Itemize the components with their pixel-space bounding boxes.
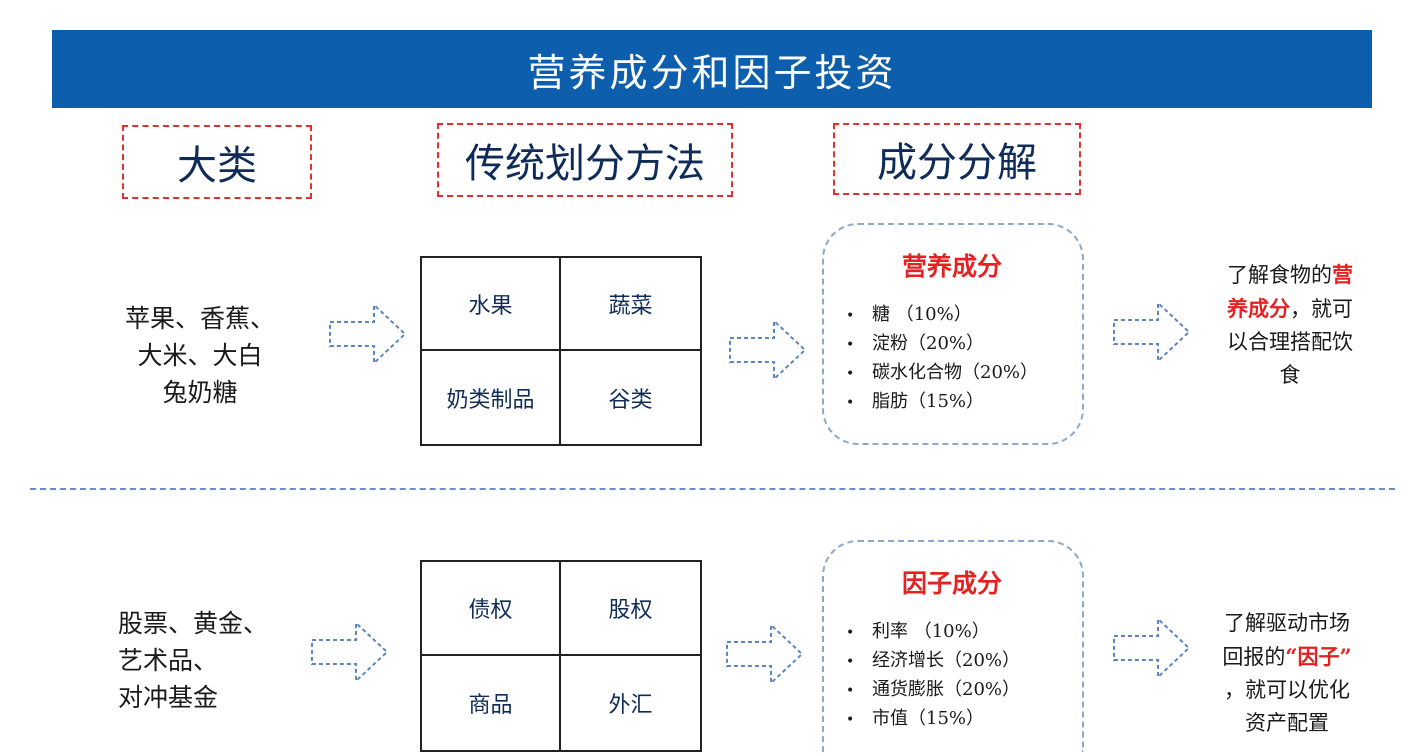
nutrient-component-list: •糖 （10%） •淀粉（20%） •碳水化合物（20%） •脂肪（15%） [846,301,1058,417]
bullet-icon: • [846,395,855,411]
arrow-right-icon [310,620,390,684]
bullet-icon: • [846,337,855,353]
section-divider [30,488,1395,490]
food-item-line: 大米、大白 [137,341,263,370]
page-title: 营养成分和因子投资 [527,50,897,95]
food-item-line: 苹果、香蕉、 [124,304,275,333]
bullet-icon: • [846,625,855,641]
list-item: •通货膨胀（20%） [846,676,1058,705]
asset-note: 了解驱动市场 回报的“因子” ，就可以优化 资产配置 [1222,611,1352,735]
bullet-icon: • [846,654,855,670]
grid-cell-equity: 股权 [561,562,700,656]
grid-cell-bond: 债权 [422,562,561,656]
bullet-icon: • [846,308,855,324]
asset-item-line: 艺术品、 [118,646,219,675]
title-banner: 营养成分和因子投资 [52,30,1372,108]
arrow-right-icon [728,318,808,382]
arrow-right-icon [725,622,805,686]
food-items: 苹果、香蕉、 大米、大白 兔奶糖 [100,300,300,411]
arrow-right-icon [1112,300,1192,364]
list-item: •淀粉（20%） [846,330,1058,359]
header-decomposition-label: 成分分解 [877,140,1037,186]
list-item: •糖 （10%） [846,301,1058,330]
list-item: •脂肪（15%） [846,388,1058,417]
header-decomposition: 成分分解 [833,123,1081,195]
bullet-icon: • [846,712,855,728]
factor-components-box: 因子成分 •利率 （10%） •经济增长（20%） •通货膨胀（20%） •市值… [822,540,1084,752]
asset-items: 股票、黄金、 艺术品、 对冲基金 [118,605,318,716]
asset-item-line: 股票、黄金、 [118,609,269,638]
factor-components-title: 因子成分 [901,569,1002,598]
list-item: •经济增长（20%） [846,647,1058,676]
arrow-right-icon [1112,616,1192,680]
grid-cell-commodity: 商品 [422,656,561,750]
list-item: •碳水化合物（20%） [846,359,1058,388]
factor-component-list: •利率 （10%） •经济增长（20%） •通货膨胀（20%） •市值（15%） [846,618,1058,734]
bullet-icon: • [846,366,855,382]
nutrient-components-title: 营养成分 [901,252,1002,281]
asset-item-line: 对冲基金 [118,683,219,712]
grid-cell-grain: 谷类 [608,387,653,413]
header-traditional-label: 传统划分方法 [465,141,705,187]
grid-cell-forex: 外汇 [608,693,653,718]
header-category: 大类 [122,125,312,199]
nutrient-components-box: 营养成分 •糖 （10%） •淀粉（20%） •碳水化合物（20%） •脂肪（1… [822,223,1084,445]
list-item: •市值（15%） [846,705,1058,734]
food-note: 了解食物的营 养成分，就可 以合理搭配饮 食 [1227,262,1353,387]
grid-cell-vegetable: 蔬菜 [561,258,700,351]
food-category-grid: 水果 蔬菜 奶类制品 谷类 [420,256,702,446]
list-item: •利率 （10%） [846,618,1058,647]
arrow-right-icon [328,302,408,366]
asset-class-grid: 债权 股权 商品 外汇 [420,560,702,752]
food-item-line: 兔奶糖 [162,378,238,407]
grid-cell-dairy: 奶类制品 [422,351,561,444]
bullet-icon: • [846,683,855,699]
header-traditional: 传统划分方法 [437,123,733,197]
grid-cell-fruit: 水果 [422,258,561,351]
header-category-label: 大类 [177,143,257,189]
